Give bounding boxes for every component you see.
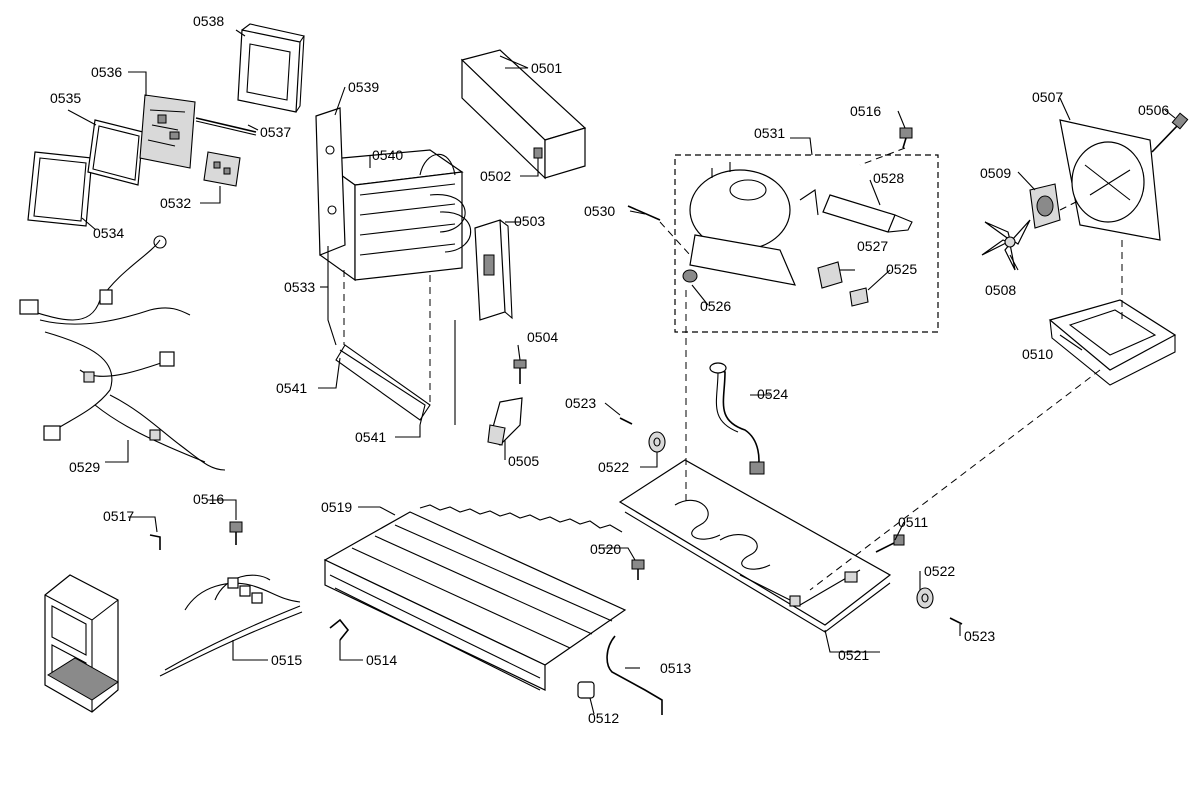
part-0505-bracket <box>487 397 523 446</box>
label-0504: 0504 <box>527 329 558 345</box>
label-0526: 0526 <box>700 298 731 314</box>
label-0540: 0540 <box>372 147 403 163</box>
label-0531: 0531 <box>754 125 785 141</box>
label-0539: 0539 <box>348 79 379 95</box>
label-0523-right: 0523 <box>964 628 995 644</box>
label-0515: 0515 <box>271 652 302 668</box>
part-0531-compressor-assembly <box>674 154 939 333</box>
part-0538-housing <box>237 23 305 113</box>
part-0502-screw <box>533 147 543 159</box>
label-0512: 0512 <box>588 710 619 726</box>
part-0523-pin-left <box>619 417 633 425</box>
label-0532: 0532 <box>160 195 191 211</box>
part-0526-grommet <box>682 269 698 283</box>
part-0522-grommet-left <box>648 431 666 453</box>
part-0537-rod <box>195 117 257 136</box>
part-0519-condenser <box>323 504 627 691</box>
label-0534: 0534 <box>93 225 124 241</box>
leader-lines <box>67 29 1176 715</box>
part-0520-screw <box>631 559 645 580</box>
label-0529: 0529 <box>69 459 100 475</box>
part-0529-wiring-harness <box>19 235 226 471</box>
part-0504-screw <box>513 359 527 384</box>
part-0535-cover <box>87 119 144 186</box>
part-0512-fitting <box>577 681 595 699</box>
label-0502: 0502 <box>480 168 511 184</box>
part-0514-clip <box>329 618 350 641</box>
part-0501-top-cover <box>460 49 587 180</box>
part-number-labels: 0501 0502 0503 0504 0505 0506 0507 0508 … <box>50 13 1169 726</box>
part-0532-small-board <box>203 151 241 187</box>
label-0528: 0528 <box>873 170 904 186</box>
label-0508: 0508 <box>985 282 1016 298</box>
label-0525: 0525 <box>886 261 917 277</box>
part-0539-evaporator-side-bracket <box>315 107 346 256</box>
part-0513-tube <box>606 635 663 715</box>
label-0510: 0510 <box>1022 346 1053 362</box>
part-0528-filter-dryer <box>822 194 913 233</box>
part-0530-capillary <box>627 205 691 256</box>
part-0524-drain-tube <box>709 362 765 475</box>
part-0541-heater-loop <box>335 270 456 425</box>
part-0516-screw-right <box>899 127 913 149</box>
label-0530: 0530 <box>584 203 615 219</box>
label-0523-left: 0523 <box>565 395 596 411</box>
part-0507-fan-shroud <box>1059 119 1161 241</box>
part-0521-base-plate <box>618 459 892 633</box>
label-0511: 0511 <box>898 514 928 530</box>
assembly-dashed-lines <box>685 147 1123 591</box>
label-0505: 0505 <box>508 453 539 469</box>
label-0501: 0501 <box>531 60 562 76</box>
part-0506-screw <box>1151 112 1189 153</box>
part-0509-fan-motor <box>1029 183 1061 229</box>
part-0534-panel-frame <box>27 151 93 227</box>
label-0527: 0527 <box>857 238 888 254</box>
part-0517-clip <box>149 534 161 550</box>
part-0508-fan-blade <box>981 219 1031 271</box>
label-0507: 0507 <box>1032 89 1063 105</box>
label-0506: 0506 <box>1138 102 1169 118</box>
part-0516-screw-left <box>229 521 243 545</box>
part-0503-bracket <box>474 219 513 321</box>
label-0536: 0536 <box>91 64 122 80</box>
label-0533: 0533 <box>284 279 315 295</box>
label-0503: 0503 <box>514 213 545 229</box>
label-0509: 0509 <box>980 165 1011 181</box>
label-0521: 0521 <box>838 647 869 663</box>
label-0535: 0535 <box>50 90 81 106</box>
label-0517: 0517 <box>103 508 134 524</box>
part-0536-control-board <box>139 94 196 169</box>
part-0523-pin-right <box>949 617 963 625</box>
refrigerator-cabinet-illustration <box>44 574 119 713</box>
label-0524: 0524 <box>757 386 788 402</box>
label-0514: 0514 <box>366 652 397 668</box>
label-0520: 0520 <box>590 541 621 557</box>
label-0522-right: 0522 <box>924 563 955 579</box>
part-0525-overload <box>849 287 869 307</box>
part-0511-screw <box>875 534 905 553</box>
part-0510-fan-bracket <box>1048 299 1177 386</box>
part-0522-grommet-right <box>916 587 934 609</box>
label-0541-upper: 0541 <box>276 380 307 396</box>
label-0513: 0513 <box>660 660 691 676</box>
label-0537: 0537 <box>260 124 291 140</box>
label-0522-left: 0522 <box>598 459 629 475</box>
label-0519: 0519 <box>321 499 352 515</box>
label-0516-left: 0516 <box>193 491 224 507</box>
part-0515-heater-harness <box>159 574 303 677</box>
label-0516-right: 0516 <box>850 103 881 119</box>
label-0541-lower: 0541 <box>355 429 386 445</box>
part-0527-relay <box>817 261 843 289</box>
label-0538: 0538 <box>193 13 224 29</box>
